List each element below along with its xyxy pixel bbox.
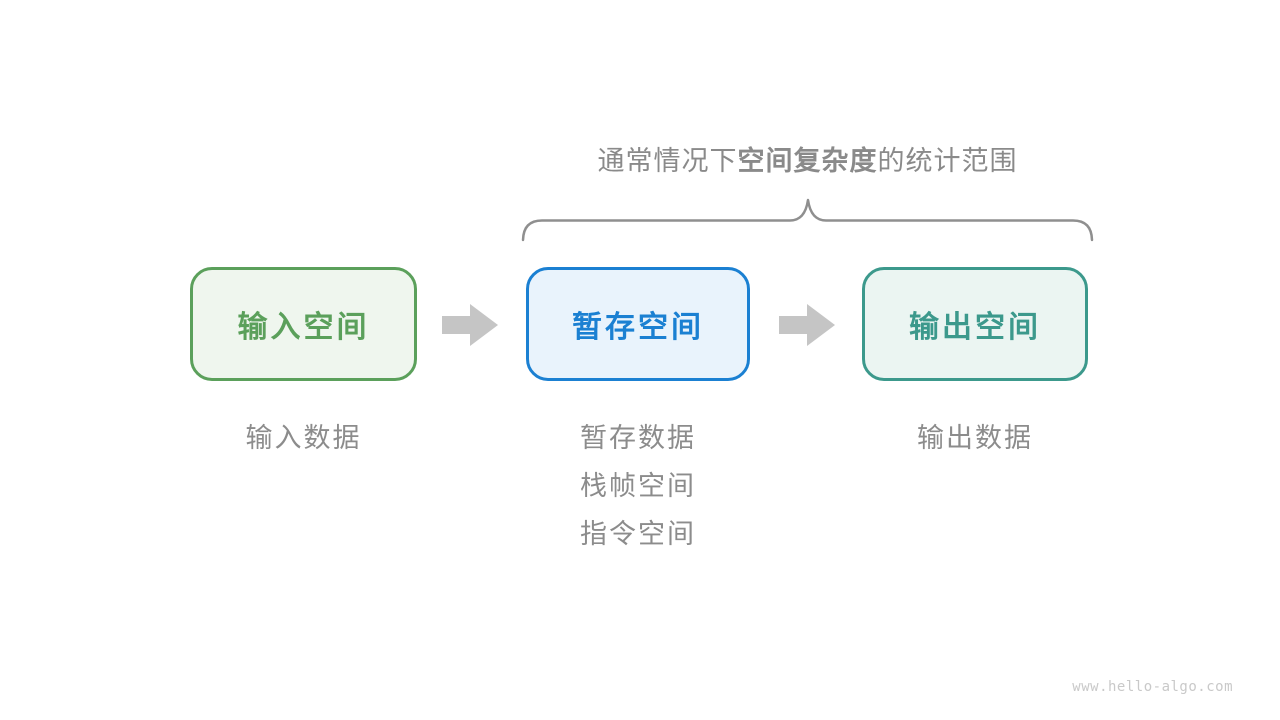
annotation-line: 指令空间 xyxy=(580,519,696,549)
output-space-label: 输出空间 xyxy=(909,311,1041,344)
input-annotations: 输入数据 xyxy=(190,414,417,462)
scope-brace xyxy=(521,198,1094,242)
annotation-line: 栈帧空间 xyxy=(580,471,696,501)
title-prefix: 通常情况下 xyxy=(597,146,738,176)
temp-space-box: 暂存空间 xyxy=(526,267,750,381)
brace-path xyxy=(521,198,1094,242)
watermark: www.hello-algo.com xyxy=(1072,679,1233,695)
input-space-box: 输入空间 xyxy=(190,267,417,381)
annotation-line: 输入数据 xyxy=(245,423,362,453)
temp-annotations: 暂存数据 栈帧空间 指令空间 xyxy=(526,414,750,558)
annotation-line: 输出数据 xyxy=(917,423,1033,453)
temp-space-label: 暂存空间 xyxy=(572,311,704,344)
input-space-label: 输入空间 xyxy=(237,311,370,344)
output-annotations: 输出数据 xyxy=(862,414,1088,462)
arrow-right-icon xyxy=(442,304,498,346)
arrow-right-icon xyxy=(779,304,835,346)
diagram-title: 通常情况下空间复杂度的统计范围 xyxy=(460,145,1155,177)
annotation-line: 暂存数据 xyxy=(580,423,696,453)
title-suffix: 的统计范围 xyxy=(877,146,1018,176)
title-emphasis: 空间复杂度 xyxy=(737,146,878,176)
output-space-box: 输出空间 xyxy=(862,267,1088,381)
